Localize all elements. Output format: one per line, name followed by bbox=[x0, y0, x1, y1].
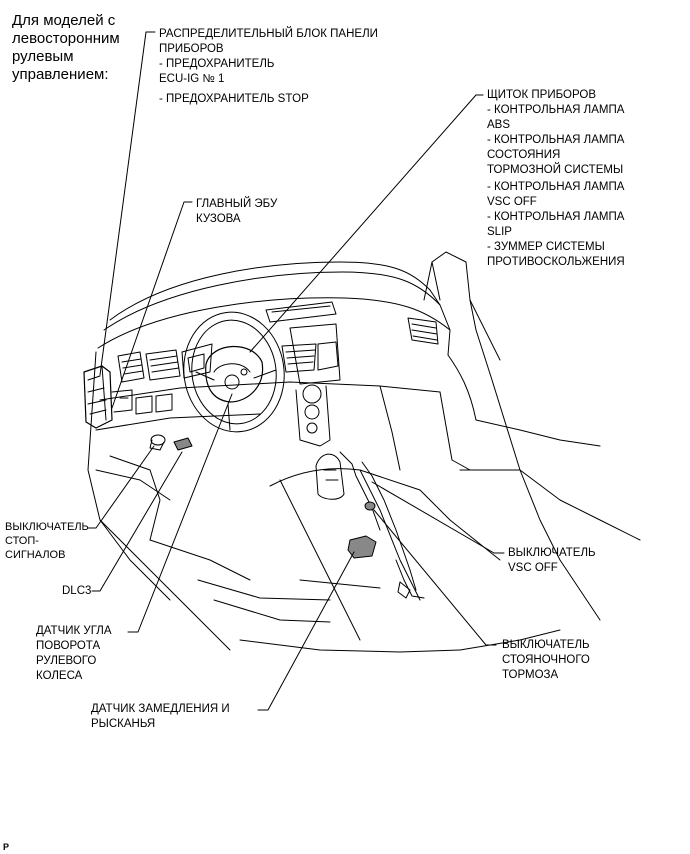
label-line: - КОНТРОЛЬНАЯ ЛАМПА bbox=[487, 104, 625, 116]
label-vsc-off-switch: ВЫКЛЮЧАТЕЛЬ VSC OFF bbox=[508, 546, 596, 576]
label-line: ПРОТИВОСКОЛЬЖЕНИЯ bbox=[487, 256, 625, 268]
label-stop-light-switch: ВЫКЛЮЧАТЕЛЬ СТОП- СИГНАЛОВ bbox=[5, 520, 89, 562]
label-line: РУЛЕВОГО bbox=[36, 655, 97, 667]
label-line: - КОНТРОЛЬНАЯ ЛАМПА bbox=[487, 211, 625, 223]
label-line: ПОВОРОТА bbox=[36, 640, 101, 652]
leader-steering-angle-sensor bbox=[127, 393, 233, 633]
yaw-rate-sensor bbox=[347, 535, 377, 559]
dashboard-outline bbox=[87, 251, 541, 521]
label-line: - ЗУММЕР СИСТЕМЫ bbox=[487, 241, 605, 253]
label-line: - ПРЕДОХРАНИТЕЛЬ STOP bbox=[159, 93, 309, 105]
leader-stop-light-switch bbox=[87, 445, 155, 529]
label-line: СТОЯНОЧНОГО bbox=[502, 654, 590, 666]
label-line: РЫСКАНЬЯ bbox=[91, 718, 156, 730]
label-combination-meter: ЩИТОК ПРИБОРОВ - КОНТРОЛЬНАЯ ЛАМПА ABS -… bbox=[487, 88, 625, 270]
label-line: ТОРМОЗНОЙ СИСТЕМЫ bbox=[487, 164, 624, 176]
label-line: СОСТОЯНИЯ bbox=[487, 149, 561, 161]
lower-left-area bbox=[95, 455, 331, 623]
label-parking-brake-switch: ВЫКЛЮЧАТЕЛЬ СТОЯНОЧНОГО ТОРМОЗА bbox=[502, 638, 590, 683]
junction-block bbox=[83, 365, 133, 429]
dlc3-connector bbox=[173, 437, 193, 451]
label-line: - КОНТРОЛЬНАЯ ЛАМПА bbox=[487, 134, 625, 146]
label-line: VSC OFF bbox=[508, 562, 558, 574]
leader-junction-block bbox=[99, 31, 156, 376]
stop-light-switch bbox=[149, 434, 166, 451]
leader-yaw-rate-sensor bbox=[257, 551, 355, 711]
intro-line: левосторонним bbox=[12, 30, 120, 47]
leader-parking-brake-switch bbox=[373, 509, 497, 646]
label-line: DLC3 bbox=[62, 585, 92, 597]
parking-brake-switch bbox=[364, 501, 376, 511]
leader-lines bbox=[87, 31, 505, 711]
floor-console bbox=[269, 451, 501, 641]
label-line: ЩИТОК ПРИБОРОВ bbox=[487, 89, 596, 101]
label-line: ВЫКЛЮЧАТЕЛЬ bbox=[5, 521, 89, 533]
label-dlc3: DLC3 bbox=[62, 584, 91, 599]
steering-wheel bbox=[183, 311, 285, 433]
leader-combination-meter bbox=[249, 94, 484, 353]
label-line: ECU-IG № 1 bbox=[159, 73, 225, 85]
leader-vsc-off-switch bbox=[371, 481, 505, 554]
label-body-ecu: ГЛАВНЫЙ ЭБУ КУЗОВА bbox=[196, 197, 277, 227]
label-line: ДАТЧИК УГЛА bbox=[36, 625, 112, 637]
label-line: КУЗОВА bbox=[196, 213, 241, 225]
label-line: ТОРМОЗА bbox=[502, 669, 559, 681]
label-line: SLIP bbox=[487, 226, 512, 238]
intro-line: Для моделей с bbox=[12, 12, 116, 29]
label-line: ДАТЧИК ЗАМЕДЛЕНИЯ И bbox=[91, 703, 230, 715]
label-line: ВЫКЛЮЧАТЕЛЬ bbox=[508, 547, 596, 559]
center-console bbox=[265, 301, 341, 447]
air-vents bbox=[117, 317, 439, 383]
leader-dlc3 bbox=[91, 451, 183, 592]
label-yaw-rate-sensor: ДАТЧИК ЗАМЕДЛЕНИЯ И РЫСКАНЬЯ bbox=[91, 702, 230, 732]
label-line: - КОНТРОЛЬНАЯ ЛАМПА bbox=[487, 181, 625, 193]
label-line: ГЛАВНЫЙ ЭБУ bbox=[196, 198, 278, 210]
intro-line: рулевым bbox=[12, 48, 74, 65]
label-line: ПРИБОРОВ bbox=[159, 43, 224, 55]
meter-hood bbox=[181, 343, 213, 379]
label-junction-block: РАСПРЕДЕЛИТЕЛЬНЫЙ БЛОК ПАНЕЛИ ПРИБОРОВ -… bbox=[159, 27, 378, 107]
intro-line: управлением: bbox=[12, 66, 109, 83]
label-line: КОЛЕСА bbox=[36, 670, 83, 682]
label-line: СТОП- bbox=[5, 535, 39, 547]
label-line: СИГНАЛОВ bbox=[5, 549, 66, 561]
floor-outline bbox=[99, 419, 641, 653]
label-line: ABS bbox=[487, 119, 511, 131]
label-line: VSC OFF bbox=[487, 196, 537, 208]
switch-panel bbox=[135, 393, 173, 415]
label-line: ВЫКЛЮЧАТЕЛЬ bbox=[502, 639, 590, 651]
label-line: РАСПРЕДЕЛИТЕЛЬНЫЙ БЛОК ПАНЕЛИ bbox=[159, 28, 378, 40]
intro-note: Для моделей с левосторонним рулевым упра… bbox=[12, 12, 120, 84]
leader-body-ecu bbox=[111, 201, 193, 409]
label-steering-angle-sensor: ДАТЧИК УГЛА ПОВОРОТА РУЛЕВОГО КОЛЕСА bbox=[36, 624, 112, 684]
footer-mark: P bbox=[3, 842, 10, 852]
label-line: - ПРЕДОХРАНИТЕЛЬ bbox=[159, 58, 275, 70]
